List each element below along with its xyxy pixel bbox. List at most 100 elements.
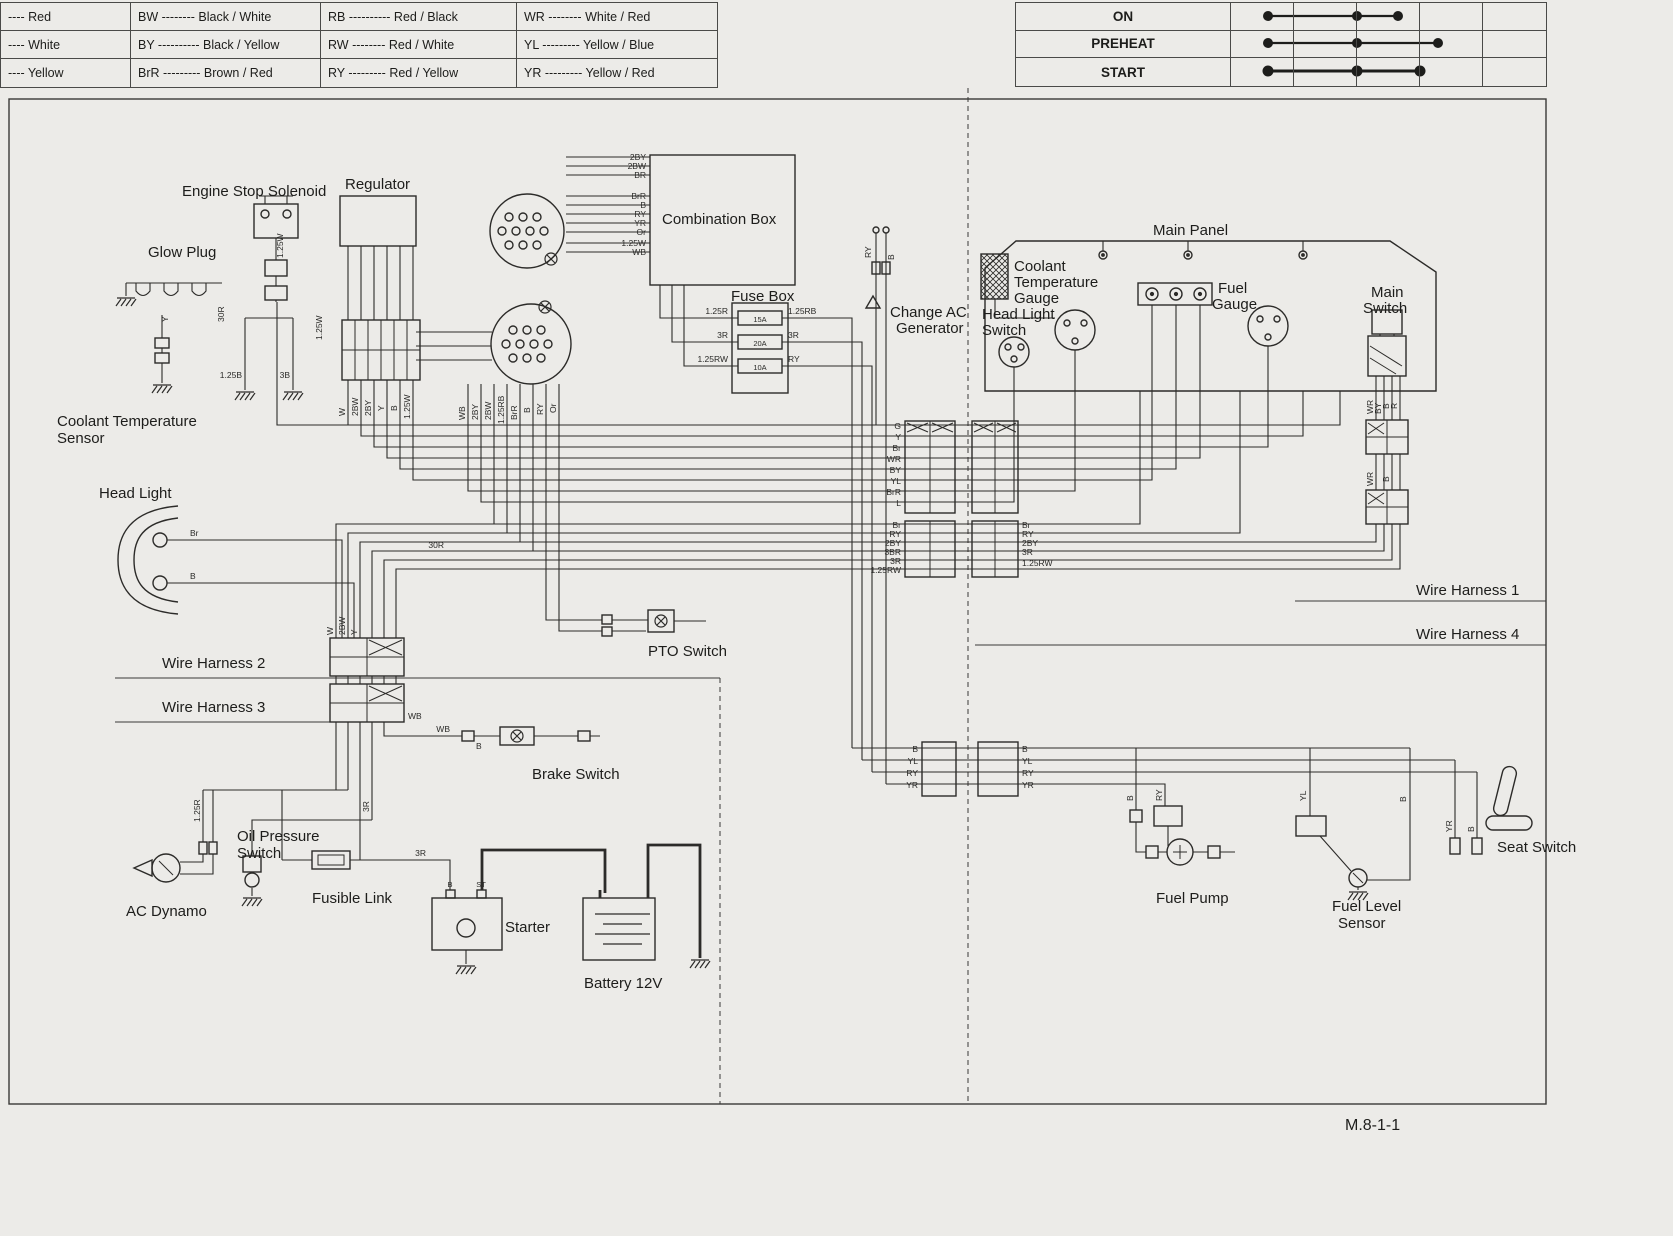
wire-code-label: YR	[1022, 780, 1034, 790]
switch-matrix-cell	[1420, 58, 1483, 86]
switch-connection-row	[1263, 11, 1403, 21]
switch-matrix-cell	[1294, 3, 1357, 31]
engine-stop-solenoid-symbol	[253, 203, 299, 301]
component-label: Sensor	[1338, 915, 1386, 932]
wire-labels-layer: 2BY2BWBRBrRBRYYROr1.25WWB1.25R3R1.25RW1.…	[160, 152, 1476, 889]
wire-code-label: WB	[632, 247, 646, 257]
wiring-lines	[125, 156, 1478, 964]
switch-matrix-cell	[1357, 30, 1420, 59]
component-label: Battery 12V	[584, 975, 662, 992]
wire-code-label: 30R	[428, 540, 444, 550]
component-label: Main	[1371, 284, 1404, 301]
wire-code-label: 1.25RB	[788, 306, 817, 316]
wire-code-label: 2BW	[628, 161, 646, 171]
switch-row-label: PREHEAT	[1016, 30, 1231, 59]
wire-code-label: B	[886, 254, 896, 260]
component-label: Seat Switch	[1497, 839, 1576, 856]
wire-color-legend-table: ---- Red BW -------- Black / White RB --…	[0, 2, 718, 88]
switch-matrix-cell	[1294, 58, 1357, 86]
wire-code-label: WR	[1365, 400, 1375, 414]
wire-code-label: 1.25RB	[496, 395, 506, 424]
wire-code-label: 15A	[753, 315, 766, 324]
wire-code-label: RY	[788, 354, 800, 364]
brake-switch-symbol	[461, 726, 591, 746]
wire-code-label: 2BY	[630, 152, 646, 162]
round-connector-bottom	[490, 300, 572, 385]
wire-code-label: B	[1381, 476, 1391, 482]
component-label: Coolant	[1014, 258, 1067, 275]
wire-code-label: Br	[1022, 520, 1031, 530]
frame-lines	[8, 88, 1547, 1105]
wire-code-label: RY	[863, 246, 873, 258]
legend-cell: BrR --------- Brown / Red	[131, 59, 321, 87]
wire-code-label: 2BY	[885, 538, 901, 548]
combination-box	[649, 154, 796, 286]
wire-code-label: 2BW	[337, 617, 347, 635]
switch-matrix-cell	[1483, 3, 1546, 31]
wire-code-label: B	[476, 741, 482, 751]
component-label: Wire Harness 4	[1416, 626, 1519, 643]
wire-code-label: Y	[895, 432, 901, 442]
wire-code-label: RY	[634, 209, 646, 219]
mid-connector-left-1	[904, 420, 956, 514]
ac-dynamo-symbol	[132, 841, 218, 883]
switch-row-label: ON	[1016, 3, 1231, 31]
component-label: Fusible Link	[312, 890, 393, 907]
mid-connector-right-1	[971, 420, 1019, 514]
coolant-temp-sensor-symbol	[154, 337, 170, 364]
wire-code-label: 3R	[361, 801, 371, 812]
regulator-connector	[341, 319, 421, 381]
wire-code-label: 1.25R	[192, 799, 202, 822]
component-label: Main Panel	[1153, 222, 1228, 239]
component-label: Regulator	[345, 176, 410, 193]
wire-code-label: Br	[893, 443, 902, 453]
component-label: Oil Pressure	[237, 828, 320, 845]
wire-code-label: 1.25W	[621, 238, 646, 248]
switch-matrix-cell	[1231, 3, 1294, 31]
wire-code-label: 30R	[216, 306, 226, 322]
fuel-level-sensor-symbol	[1295, 815, 1368, 888]
legend-cell: RY --------- Red / Yellow	[321, 59, 517, 87]
wire-code-label: 2BY	[363, 400, 373, 416]
wire-code-label: YL	[1022, 756, 1033, 766]
wire-code-label: W	[337, 408, 347, 416]
pto-switch-symbol	[601, 609, 675, 637]
main-switch-symbol	[1367, 309, 1407, 377]
component-label: Gauge	[1014, 290, 1059, 307]
starter-symbol	[431, 889, 503, 951]
wire-code-label: 3R	[890, 556, 901, 566]
switch-row-label: START	[1016, 58, 1231, 86]
wire-code-label: BrR	[886, 487, 901, 497]
component-label: Head Light	[982, 306, 1055, 323]
wire-code-label: B	[912, 744, 918, 754]
round-connector-top	[489, 193, 565, 269]
wire-code-label: 1.25W	[402, 394, 412, 419]
legend-cell: ---- Red	[1, 3, 131, 31]
component-label: Switch	[237, 845, 281, 862]
component-label: Switch	[982, 322, 1026, 339]
wire-code-label: B	[522, 407, 532, 413]
wire-code-label: 1.25B	[220, 370, 243, 380]
wire-code-label: B	[1022, 744, 1028, 754]
component-label: Engine Stop Solenoid	[182, 183, 326, 200]
component-label: Temperature	[1014, 274, 1098, 291]
wire-code-label: 2BY	[1022, 538, 1038, 548]
wire-code-label: B	[1398, 796, 1408, 802]
component-label: Fuel Level	[1332, 898, 1401, 915]
wire-code-label: RY	[1022, 529, 1034, 539]
component-label: Change AC	[890, 304, 967, 321]
component-label: Sensor	[57, 430, 105, 447]
component-label: Coolant Temperature	[57, 413, 197, 430]
component-label: Brake Switch	[532, 766, 620, 783]
wire-code-label: Br	[893, 520, 902, 530]
wire-code-label: Or	[548, 403, 558, 413]
wire-code-label: YL	[908, 756, 919, 766]
key-switch-table: ON PREHEAT START	[1015, 2, 1547, 87]
component-label: Fuse Box	[731, 288, 795, 305]
wire-code-label: BY	[1373, 402, 1383, 414]
wire-code-label: 3R	[415, 848, 426, 858]
wire-code-label: Or	[637, 227, 647, 237]
wire-code-label: 1.25RW	[870, 565, 901, 575]
component-label: Glow Plug	[148, 244, 216, 261]
